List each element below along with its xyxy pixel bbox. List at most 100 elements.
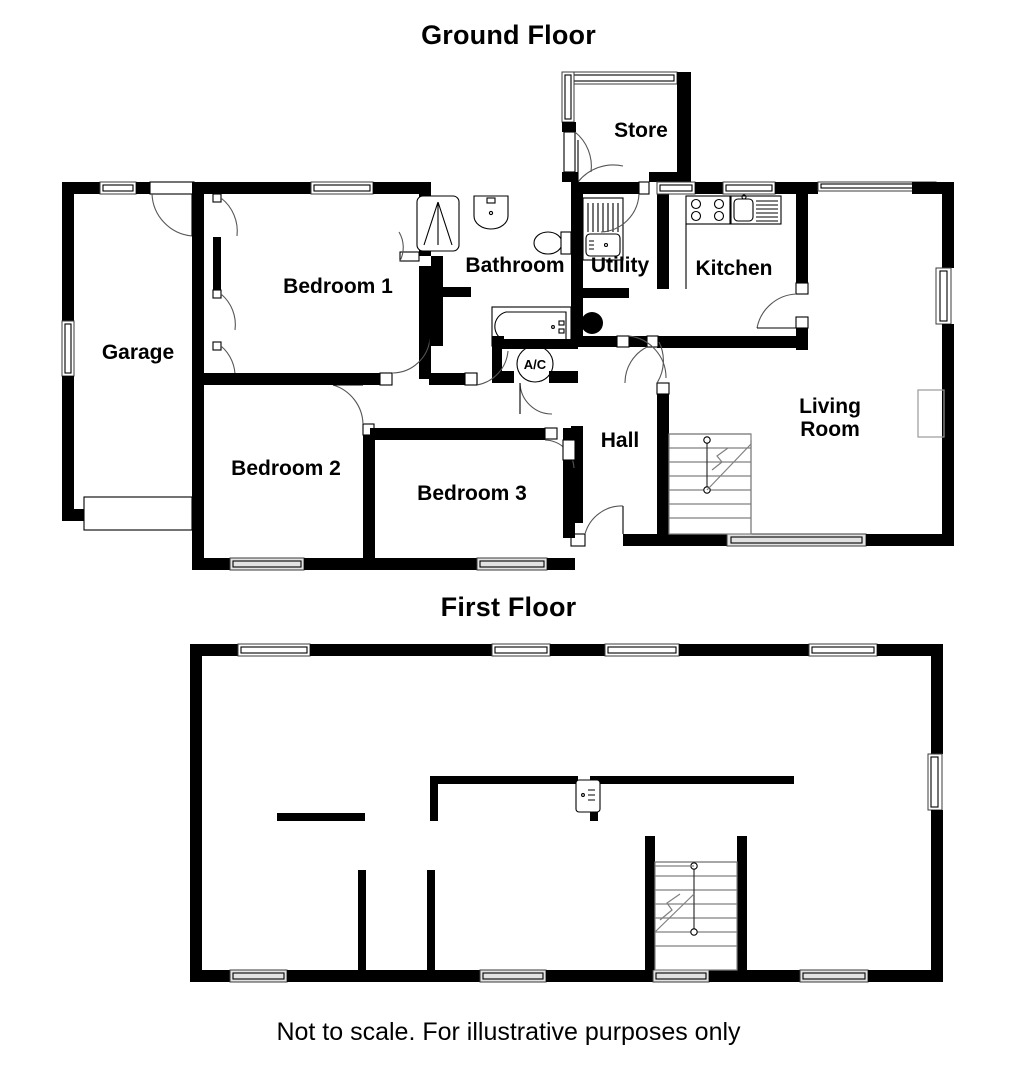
wardrobe-door-2-swing bbox=[220, 293, 236, 331]
window-living-bottom-pane bbox=[730, 536, 863, 544]
kitchen-sink-drainer bbox=[756, 200, 778, 222]
window-bedroom-3 bbox=[476, 557, 548, 571]
window-ff-top-4 bbox=[808, 643, 878, 657]
wall-bed1-right-lower bbox=[419, 266, 431, 379]
ff-staircase-newel-bottom bbox=[690, 928, 698, 936]
wall-bed3-bottom-b bbox=[547, 558, 575, 570]
wall-utility-bottom-2 bbox=[571, 336, 660, 347]
washing-machine-panel bbox=[585, 233, 621, 257]
wall-bed1-top-b bbox=[373, 182, 419, 194]
window-ff-bottom-1 bbox=[229, 969, 288, 983]
staircase-break-line bbox=[711, 447, 729, 471]
window-store-top bbox=[561, 71, 678, 85]
door-hall-side-frame bbox=[562, 439, 576, 461]
wall-bed3-right bbox=[563, 460, 575, 538]
ff-staircase-outline bbox=[654, 861, 738, 971]
wall-ff-top-d bbox=[679, 644, 809, 656]
wall-garage-left-lower bbox=[62, 376, 74, 521]
wall-bathroom-inner-left bbox=[431, 256, 443, 346]
wall-bed1-top-a bbox=[192, 182, 311, 194]
window-ff-bottom-4-pane bbox=[802, 972, 866, 980]
hob-burner-2 bbox=[713, 198, 725, 210]
kitchen-sink bbox=[730, 195, 782, 225]
wall-living-top-left bbox=[796, 182, 818, 194]
door-garage-entry-swing bbox=[151, 193, 193, 237]
wall-corridor-right bbox=[443, 373, 465, 385]
front-door-swing bbox=[584, 505, 624, 535]
wall-ff-stub-left bbox=[277, 813, 365, 821]
ground-floor-title: Ground Floor bbox=[421, 20, 596, 50]
wall-ac-top bbox=[492, 339, 578, 349]
wall-wardrobe-partition bbox=[213, 237, 221, 290]
door-bedroom-1-swing bbox=[391, 337, 431, 374]
window-bedroom-2-pane bbox=[232, 560, 302, 568]
disclaimer-text: Not to scale. For illustrative purposes … bbox=[276, 1018, 741, 1046]
wash-basin bbox=[473, 195, 509, 230]
wall-utility-top bbox=[583, 182, 639, 194]
door-kitchen-swing bbox=[756, 293, 797, 329]
bath-tub-plug bbox=[551, 325, 555, 329]
hob-burner-1 bbox=[690, 198, 702, 210]
wash-basin-tap bbox=[486, 197, 496, 204]
wall-kitchen-top-a bbox=[695, 182, 723, 194]
door-hall-ac-swing bbox=[628, 335, 667, 379]
wall-bed1-bottom-b bbox=[429, 373, 443, 385]
first-floor-drawing bbox=[190, 643, 943, 983]
window-bedroom-1-pane bbox=[313, 184, 371, 192]
staircase-newel-top bbox=[703, 436, 711, 444]
wardrobe-door-2-frame bbox=[212, 289, 222, 299]
wall-ff-bottom-d bbox=[709, 970, 800, 982]
window-ff-right bbox=[927, 753, 943, 811]
airing-cupboard-detail bbox=[588, 789, 595, 801]
room-label-living-room: Living Room bbox=[799, 395, 861, 441]
window-kitchen-left bbox=[656, 181, 696, 195]
wash-basin-plug bbox=[488, 210, 494, 216]
door-bedroom-3-frame bbox=[544, 427, 558, 440]
wall-store-bottom-right bbox=[649, 172, 691, 182]
door-utility-frame bbox=[638, 181, 650, 195]
wall-ff-left bbox=[190, 644, 202, 982]
ac-cupboard-label: A/C bbox=[524, 357, 547, 372]
washing-machine-drum-lines bbox=[587, 203, 619, 232]
staircase-outline bbox=[668, 433, 752, 535]
wardrobe-door-1-swing bbox=[220, 197, 238, 237]
wall-store-left-jamb bbox=[562, 122, 576, 132]
window-ff-top-2 bbox=[491, 643, 551, 657]
kitchen-hob bbox=[685, 195, 731, 225]
bath-tub-tap bbox=[558, 320, 565, 326]
wall-ff-top-c bbox=[550, 644, 605, 656]
wall-ff-stair-right bbox=[737, 836, 747, 970]
door-kitchen-frame-bottom bbox=[795, 316, 809, 329]
wall-ff-stair-left bbox=[645, 836, 655, 970]
door-utility-swing bbox=[600, 193, 640, 233]
wall-ff-stub-mid-vert bbox=[430, 776, 438, 821]
wall-store-bottom-left bbox=[562, 172, 578, 182]
wall-ff-stub-right-horz bbox=[598, 776, 794, 784]
washing-machine-dial bbox=[603, 242, 609, 248]
wall-ac-left bbox=[492, 339, 502, 379]
wall-living-right-upper bbox=[942, 182, 954, 268]
wall-bed2-left bbox=[192, 379, 204, 564]
door-bathroom-swing bbox=[476, 350, 509, 386]
toilet-cistern bbox=[560, 231, 572, 255]
door-hall-ac-frame bbox=[616, 335, 630, 348]
room-label-bedroom-1: Bedroom 1 bbox=[283, 275, 393, 298]
structural-column bbox=[581, 312, 603, 334]
wall-ff-right-upper bbox=[931, 644, 943, 754]
wall-living-bottom-b bbox=[866, 534, 954, 546]
window-ff-top-3 bbox=[604, 643, 680, 657]
airing-cupboard-dot bbox=[581, 793, 585, 797]
window-ff-bottom-1-pane bbox=[232, 972, 285, 980]
window-store-left-pane bbox=[564, 74, 572, 120]
window-ff-bottom-2-pane bbox=[482, 972, 544, 980]
wall-hall-stub-top bbox=[571, 288, 629, 298]
wall-bathroom-inner-top bbox=[431, 287, 471, 297]
room-label-utility: Utility bbox=[590, 254, 650, 277]
door-bathroom-side-swing bbox=[398, 231, 404, 262]
window-kitchen-top-pane bbox=[725, 184, 773, 192]
toilet-bowl bbox=[533, 231, 563, 255]
fireplace-recess bbox=[917, 389, 945, 438]
door-hall-living-swing bbox=[656, 341, 664, 384]
window-ff-bottom-2 bbox=[479, 969, 547, 983]
wall-ff-partition-a bbox=[358, 870, 366, 970]
